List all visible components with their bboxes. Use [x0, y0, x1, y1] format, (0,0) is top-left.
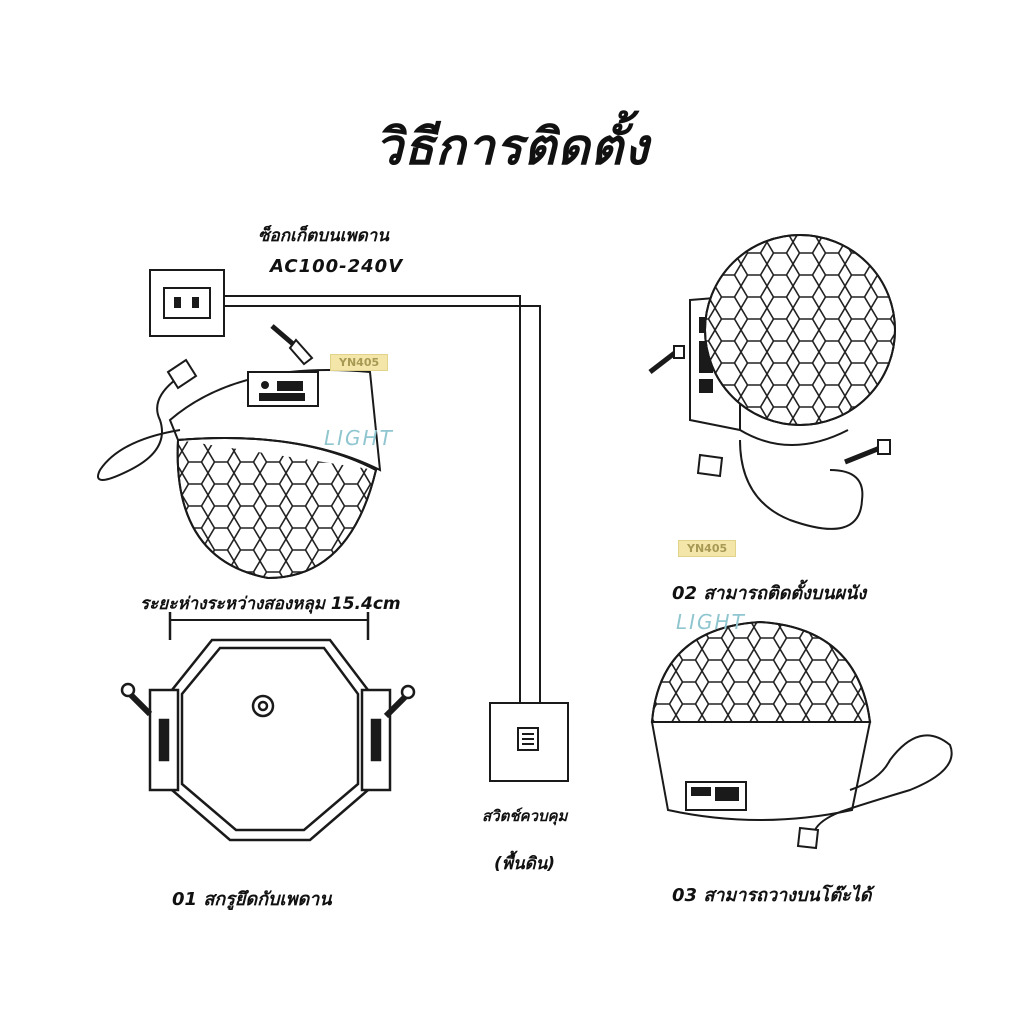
- socket-voltage: AC100-240V: [270, 256, 404, 277]
- step-02-label: 02 สามารถติดตั้งบนผนัง: [672, 583, 867, 604]
- disco-ball-table: [650, 620, 953, 850]
- disco-ball-wall: [648, 234, 896, 530]
- wiring: [224, 295, 541, 705]
- switch-sublabel: (พื้นดิน): [494, 854, 556, 874]
- watermark-light-2: LIGHT: [676, 610, 746, 634]
- ceiling-socket: [149, 269, 225, 337]
- watermark-badge: YN405: [330, 354, 389, 371]
- watermark-badge-2: YN405: [678, 540, 737, 557]
- step-01-label: 01 สกรูยึดกับเพดาน: [172, 889, 332, 910]
- step-03-label: 03 สามารถวางบนโต๊ะได้: [672, 885, 872, 906]
- socket-label: ซ็อกเก็ตบนเพดาน: [258, 226, 389, 246]
- control-switch: [489, 702, 569, 782]
- page-title: วิธีการติดตั้ง: [374, 118, 650, 176]
- watermark-light: LIGHT: [324, 426, 394, 450]
- hole-distance-label: ระยะห่างระหว่างสองหลุม 15.4cm: [140, 594, 401, 614]
- switch-label: สวิตช์ควบคุม: [482, 807, 568, 825]
- mounting-bracket: [120, 612, 416, 842]
